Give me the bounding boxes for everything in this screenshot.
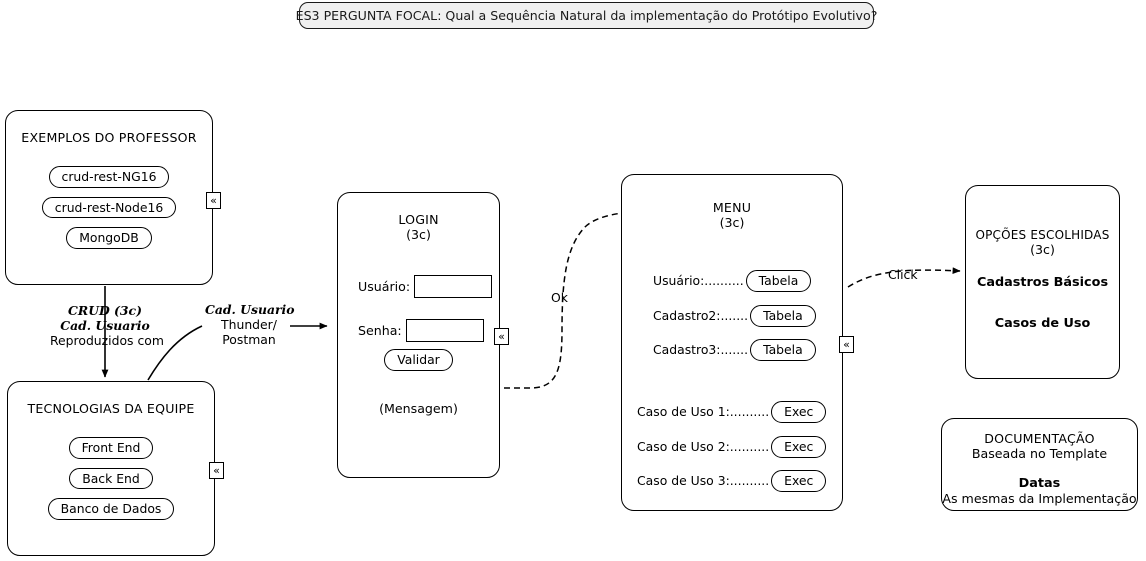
pill-back-end[interactable]: Back End	[69, 467, 153, 490]
double-chevron-left-icon: «	[210, 194, 217, 207]
panel-menu: MENU (3c) Usuário:.......... Tabela Cada…	[621, 174, 843, 511]
pill-crud-rest-node16[interactable]: crud-rest-Node16	[41, 196, 177, 219]
double-chevron-left-icon: «	[498, 330, 505, 343]
field-row-usuario: Usuário:	[358, 275, 493, 298]
menu-label-caso-uso-1: Caso de Uso 1:..........	[637, 404, 770, 420]
edge-label-thunder: Thunder/	[221, 317, 277, 332]
panel-opcoes-escolhidas: OPÇÕES ESCOLHIDAS (3c) Cadastros Básicos…	[965, 185, 1120, 379]
panel-menu-subtitle: (3c)	[719, 215, 745, 230]
pill-mongodb[interactable]: MongoDB	[66, 227, 152, 249]
edge-label-cad-usuario-title: Cad. Usuario	[205, 302, 295, 317]
panel-documentacao-title: DOCUMENTAÇÃO	[984, 431, 1095, 446]
usuario-label: Usuário:	[358, 279, 411, 294]
pill-banco-de-dados[interactable]: Banco de Dados	[47, 498, 175, 520]
pill-front-end[interactable]: Front End	[68, 437, 154, 459]
menu-row-caso-uso-3: Caso de Uso 3:.......... Exec	[637, 470, 827, 492]
senha-label: Senha:	[358, 323, 402, 338]
opcao-cadastros-basicos: Cadastros Básicos	[976, 275, 1109, 290]
field-row-senha: Senha:	[358, 319, 484, 342]
panel-login: LOGIN (3c) Usuário: Senha: Validar (Mens…	[337, 192, 500, 478]
exec-button-caso-uso-3[interactable]: Exec	[771, 470, 827, 492]
login-message-placeholder: (Mensagem)	[379, 400, 458, 416]
collapse-badge-exemplos-professor[interactable]: «	[206, 192, 221, 209]
exec-button-caso-uso-2[interactable]: Exec	[771, 436, 827, 458]
collapse-badge-login[interactable]: «	[494, 328, 509, 345]
panel-exemplos-professor: EXEMPLOS DO PROFESSOR crud-rest-NG16 cru…	[5, 110, 213, 285]
menu-label-caso-uso-3: Caso de Uso 3:..........	[637, 473, 770, 489]
menu-label-cadastro3: Cadastro3:.......	[653, 342, 749, 358]
menu-row-cadastro3: Cadastro3:....... Tabela	[653, 339, 816, 361]
menu-label-cadastro2: Cadastro2:.......	[653, 308, 749, 324]
tabela-button-cadastro3[interactable]: Tabela	[750, 339, 816, 361]
panel-exemplos-professor-title: EXEMPLOS DO PROFESSOR	[21, 130, 197, 145]
panel-documentacao-datas-detail: As mesmas da Implementação	[942, 491, 1137, 506]
edge-label-crud-line3: Reproduzidos com	[50, 333, 164, 348]
edge-label-crud: CRUD (3c) Cad. Usuario Reproduzidos com	[50, 303, 164, 348]
panel-tecnologias-equipe-title: TECNOLOGIAS DA EQUIPE	[27, 401, 195, 416]
panel-opcoes-escolhidas-title: OPÇÕES ESCOLHIDAS	[975, 228, 1110, 242]
panel-menu-title: MENU	[712, 200, 752, 215]
double-chevron-left-icon: «	[843, 338, 850, 351]
panel-login-subtitle: (3c)	[406, 227, 431, 242]
pill-crud-rest-ng16[interactable]: crud-rest-NG16	[48, 166, 170, 188]
opcao-casos-de-uso: Casos de Uso	[994, 316, 1091, 331]
panel-opcoes-escolhidas-subtitle: (3c)	[1030, 242, 1055, 257]
edge-label-cad-usuario: Cad. Usuario Thunder/ Postman	[205, 302, 295, 347]
menu-label-caso-uso-2: Caso de Uso 2:..........	[637, 439, 770, 455]
senha-input[interactable]	[405, 319, 484, 342]
edge-label-crud-line2: Cad. Usuario	[60, 318, 150, 333]
usuario-input[interactable]	[414, 275, 493, 298]
double-chevron-left-icon: «	[213, 464, 220, 477]
menu-label-usuario: Usuário:..........	[653, 273, 744, 289]
menu-row-cadastro2: Cadastro2:....... Tabela	[653, 305, 816, 327]
collapse-badge-tecnologias-equipe[interactable]: «	[209, 462, 224, 479]
focal-question-banner: ES3 PERGUNTA FOCAL: Qual a Sequência Nat…	[296, 2, 877, 29]
tabela-button-cadastro2[interactable]: Tabela	[750, 305, 816, 327]
edge-label-postman: Postman	[222, 332, 276, 347]
edge-label-crud-line1: CRUD (3c)	[68, 303, 142, 318]
edge-label-ok: Ok	[551, 290, 568, 305]
exec-button-caso-uso-1[interactable]: Exec	[771, 401, 827, 423]
tabela-button-usuario[interactable]: Tabela	[745, 270, 812, 292]
panel-documentacao: DOCUMENTAÇÃO Baseada no Template Datas A…	[941, 418, 1138, 511]
panel-login-title: LOGIN	[398, 212, 439, 227]
focal-question-text: ES3 PERGUNTA FOCAL: Qual a Sequência Nat…	[295, 8, 878, 23]
panel-tecnologias-equipe: TECNOLOGIAS DA EQUIPE Front End Back End…	[7, 381, 215, 556]
validar-button[interactable]: Validar	[384, 349, 453, 371]
menu-row-caso-uso-2: Caso de Uso 2:.......... Exec	[637, 436, 827, 458]
panel-documentacao-subtitle: Baseada no Template	[971, 446, 1108, 461]
edge-label-click: Click	[888, 267, 918, 282]
menu-row-caso-uso-1: Caso de Uso 1:.......... Exec	[637, 401, 827, 423]
panel-documentacao-datas-label: Datas	[1018, 476, 1061, 491]
menu-row-usuario: Usuário:.......... Tabela	[653, 270, 812, 292]
collapse-badge-menu[interactable]: «	[839, 336, 854, 353]
